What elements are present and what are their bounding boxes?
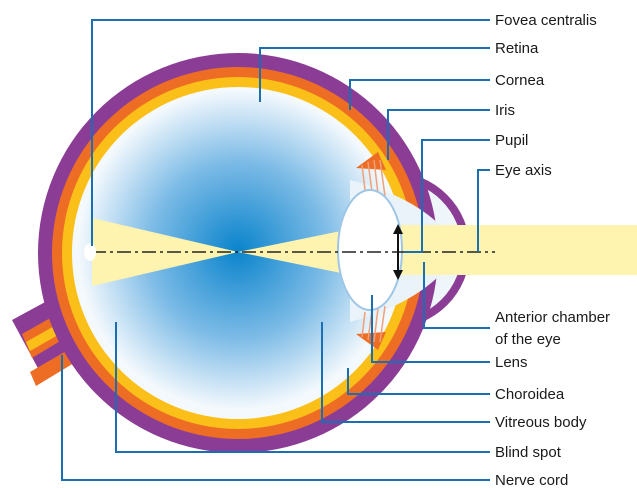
leader-lens [371, 295, 490, 363]
label-anterior-chamber-line2: of the eye [495, 331, 561, 348]
label-choroidea: Choroidea [495, 386, 565, 403]
label-pupil: Pupil [495, 132, 528, 149]
leader-lines [61, 19, 490, 481]
leader-vitreous [321, 322, 490, 423]
fovea-pit [84, 243, 96, 261]
iris-upper [356, 152, 386, 170]
label-lens: Lens [495, 354, 528, 371]
leader-anterior-chamber [423, 262, 490, 329]
label-retina: Retina [495, 40, 539, 57]
leader-choroidea [347, 368, 490, 395]
pupil-arrow [393, 224, 403, 280]
leader-fovea [91, 19, 490, 246]
leader-pupil [404, 139, 490, 253]
leader-nerve-cord [61, 355, 490, 481]
leader-blind-spot [115, 322, 490, 453]
leader-eye-axis [477, 169, 490, 252]
label-vitreous-body: Vitreous body [495, 414, 587, 431]
label-eye-axis: Eye axis [495, 162, 552, 179]
lens [337, 189, 403, 311]
label-blind-spot: Blind spot [495, 444, 562, 461]
label-nerve-cord: Nerve cord [495, 472, 568, 488]
leader-cornea [349, 79, 490, 110]
label-cornea: Cornea [495, 72, 545, 89]
leader-retina [259, 47, 490, 102]
label-fovea-centralis: Fovea centralis [495, 12, 597, 29]
label-iris: Iris [495, 102, 515, 119]
labels: Fovea centralis Retina Cornea Iris Pupil… [495, 12, 610, 488]
label-anterior-chamber-line1: Anterior chamber [495, 309, 610, 326]
zonule-fibers [361, 159, 386, 343]
leader-iris [387, 109, 490, 160]
